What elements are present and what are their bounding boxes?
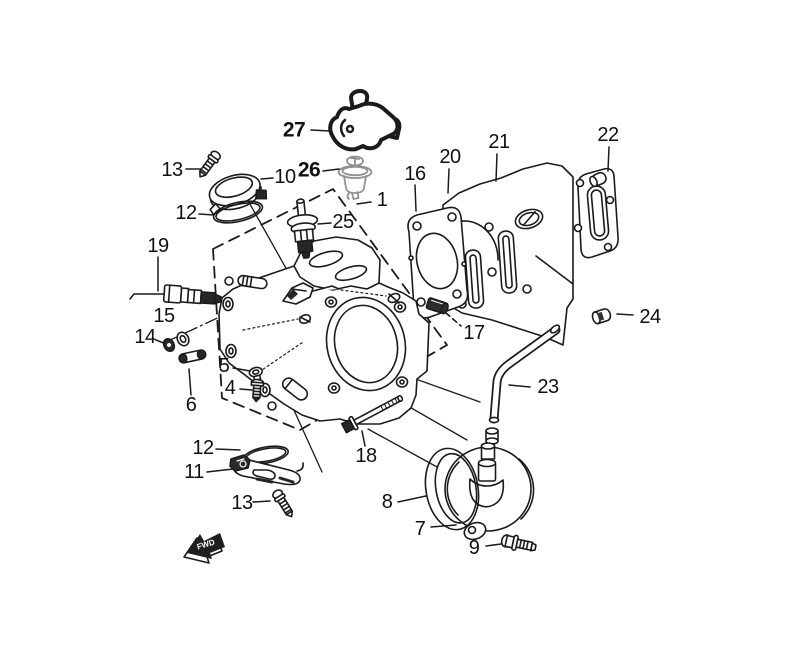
callout-10: 10 [274,166,296,188]
thermostat-cover-7 [444,442,535,541]
callout-13-top: 13 [161,159,183,181]
side-cover-11 [229,454,304,486]
sensor-wire [129,293,165,300]
breather-cap-10 [208,173,268,216]
temp-sensor-25 [286,198,319,259]
callout-6: 6 [185,394,197,416]
callout-18: 18 [355,445,377,467]
callout-12-top: 12 [175,202,197,224]
callout-26: 26 [297,158,321,182]
callout-4: 4 [224,377,236,399]
thermostat-housing-27 [328,89,402,152]
stud-6 [178,349,207,364]
head-bolt-bosses [222,296,409,398]
seal-ring-8 [424,447,480,531]
callout-14: 14 [134,326,156,348]
callout-12-bottom: 12 [192,437,214,459]
callout-1: 1 [376,189,388,211]
bolt-4 [250,378,265,403]
screw-5 [248,366,263,382]
rocker-detail [282,282,401,305]
rear-gasket [573,167,619,259]
combustion-bore-ring [325,296,407,392]
callout-17: 17 [463,322,485,344]
callout-11: 11 [184,461,204,483]
dowel-17 [425,297,462,327]
temp-sensor-15 [129,284,222,305]
callout-5: 5 [218,355,230,377]
callout-21: 21 [488,131,510,153]
callout-19: 19 [147,235,169,257]
cylinder-block [442,162,574,346]
oring-12-top [212,200,264,224]
flange-bolt-13-bottom [272,489,294,518]
callout-16: 16 [404,163,426,185]
callout-7: 7 [414,518,426,540]
callout-24: 24 [639,306,661,328]
flange-bolt-9 [500,534,537,552]
callout-20: 20 [439,146,461,168]
callout-15: 15 [153,305,175,327]
cylinder-head [218,236,430,425]
callout-8: 8 [381,491,393,513]
spring-pin [237,274,268,290]
thermostat-26 [337,155,373,200]
assembly-boundary-box [212,188,448,431]
callout-22: 22 [597,124,619,146]
head-gasket [407,206,469,319]
callout-25: 25 [332,211,354,233]
callout-27: 27 [282,118,306,142]
cap-24 [591,308,612,325]
washers-14 [162,331,190,353]
callout-23: 23 [537,376,559,398]
cylinder-bore [514,208,544,230]
fwd-direction-arrow: FWD [183,533,225,564]
flange-bolt-13-top [199,150,221,178]
dowel-pin-22 [589,171,607,188]
water-tube-23 [488,324,561,424]
callout-9: 9 [468,537,480,559]
stud-bolt-18 [340,394,404,434]
leader-lines [155,129,634,547]
callout-13-bottom: 13 [231,492,253,514]
